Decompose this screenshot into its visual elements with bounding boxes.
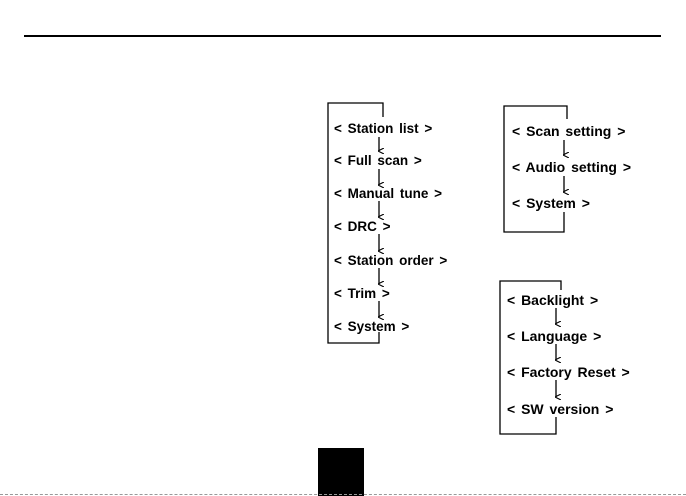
dab-item-system: < System > xyxy=(334,319,409,335)
dab-item-trim: < Trim > xyxy=(334,286,390,302)
system-item-sw-version: < SW version > xyxy=(507,401,613,417)
fm-item-scan-setting: < Scan setting > xyxy=(512,123,625,139)
dab-item-drc: < DRC > xyxy=(334,219,391,235)
dab-item-station-order: < Station order > xyxy=(334,253,447,269)
dab-item-manual-tune: < Manual tune > xyxy=(334,186,442,202)
system-item-language: < Language > xyxy=(507,328,601,344)
fm-item-audio-setting: < Audio setting > xyxy=(512,159,631,175)
system-item-backlight: < Backlight > xyxy=(507,292,598,308)
fm-item-system: < System > xyxy=(512,195,590,211)
dab-item-station-list: < Station list > xyxy=(334,121,432,137)
system-item-factory-reset: < Factory Reset > xyxy=(507,364,630,380)
footer-rule xyxy=(0,494,686,495)
dab-item-full-scan: < Full scan > xyxy=(334,153,422,169)
page-tab-marker xyxy=(318,448,364,496)
